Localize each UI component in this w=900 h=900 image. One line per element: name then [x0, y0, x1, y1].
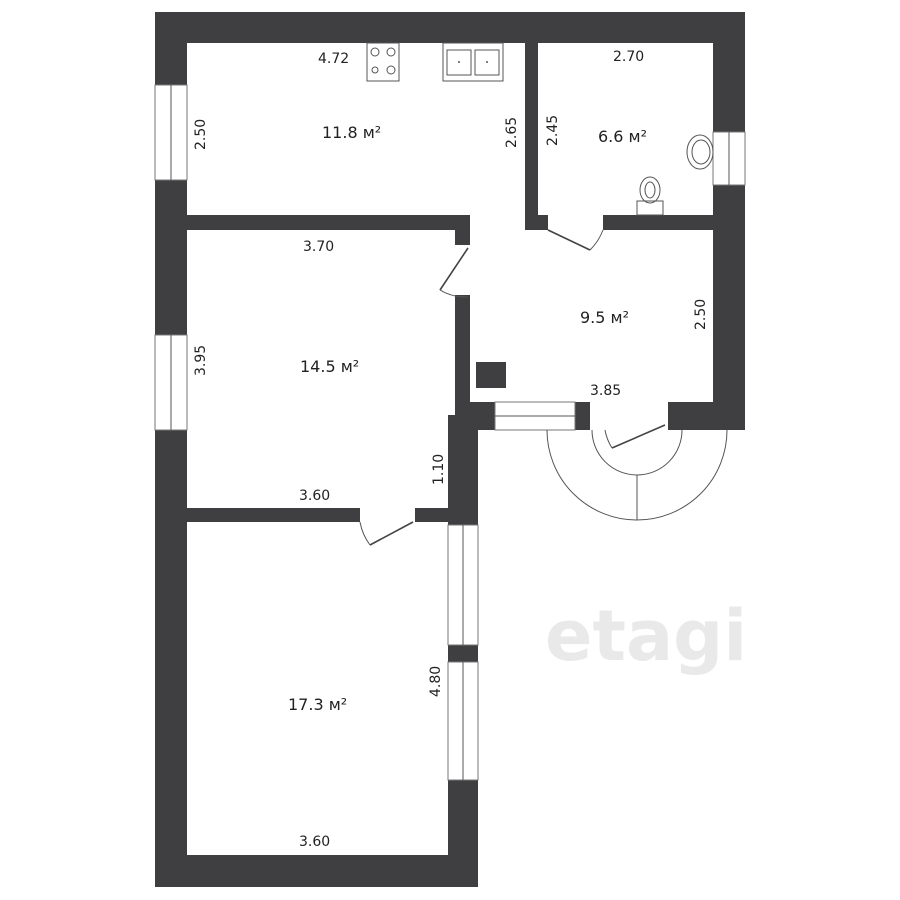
- dimension: 1.10: [431, 454, 447, 485]
- room-hall: 9.5 м² 2.50 3.85: [580, 299, 709, 399]
- dimension: 3.85: [590, 383, 621, 399]
- stairs: [546, 429, 728, 521]
- dimension: 2.65: [504, 117, 520, 148]
- watermark: etagi: [545, 595, 747, 677]
- room-area: 6.6 м²: [598, 127, 647, 146]
- room-area: 11.8 м²: [322, 123, 381, 142]
- dimension: 2.70: [613, 49, 644, 65]
- toilet-icon: [636, 176, 664, 216]
- dimension: 2.45: [545, 115, 561, 146]
- room-bathroom: 6.6 м² 2.70 2.45: [545, 49, 647, 146]
- sink-icon: [442, 42, 504, 82]
- room-area: 9.5 м²: [580, 308, 629, 327]
- dimension: 3.70: [303, 239, 334, 255]
- dimension: 4.80: [428, 666, 444, 697]
- windows: [154, 84, 746, 781]
- doors: [359, 229, 666, 546]
- chimney: [476, 362, 506, 388]
- room-bedroom: 14.5 м² 3.70 3.95 3.60 1.10: [193, 239, 447, 504]
- washbasin-icon: [686, 134, 714, 170]
- room-area: 14.5 м²: [300, 357, 359, 376]
- room-kitchen: 11.8 м² 4.72 2.50 2.65: [193, 51, 520, 150]
- dimension: 2.50: [193, 119, 209, 150]
- stove-icon: [366, 42, 400, 82]
- dimension: 3.60: [299, 488, 330, 504]
- room-living: 17.3 м² 4.80 3.60: [288, 666, 444, 850]
- dimension: 2.50: [693, 299, 709, 330]
- dimension: 3.95: [193, 345, 209, 376]
- room-area: 17.3 м²: [288, 695, 347, 714]
- dimension: 3.60: [299, 834, 330, 850]
- dimension: 4.72: [318, 51, 349, 67]
